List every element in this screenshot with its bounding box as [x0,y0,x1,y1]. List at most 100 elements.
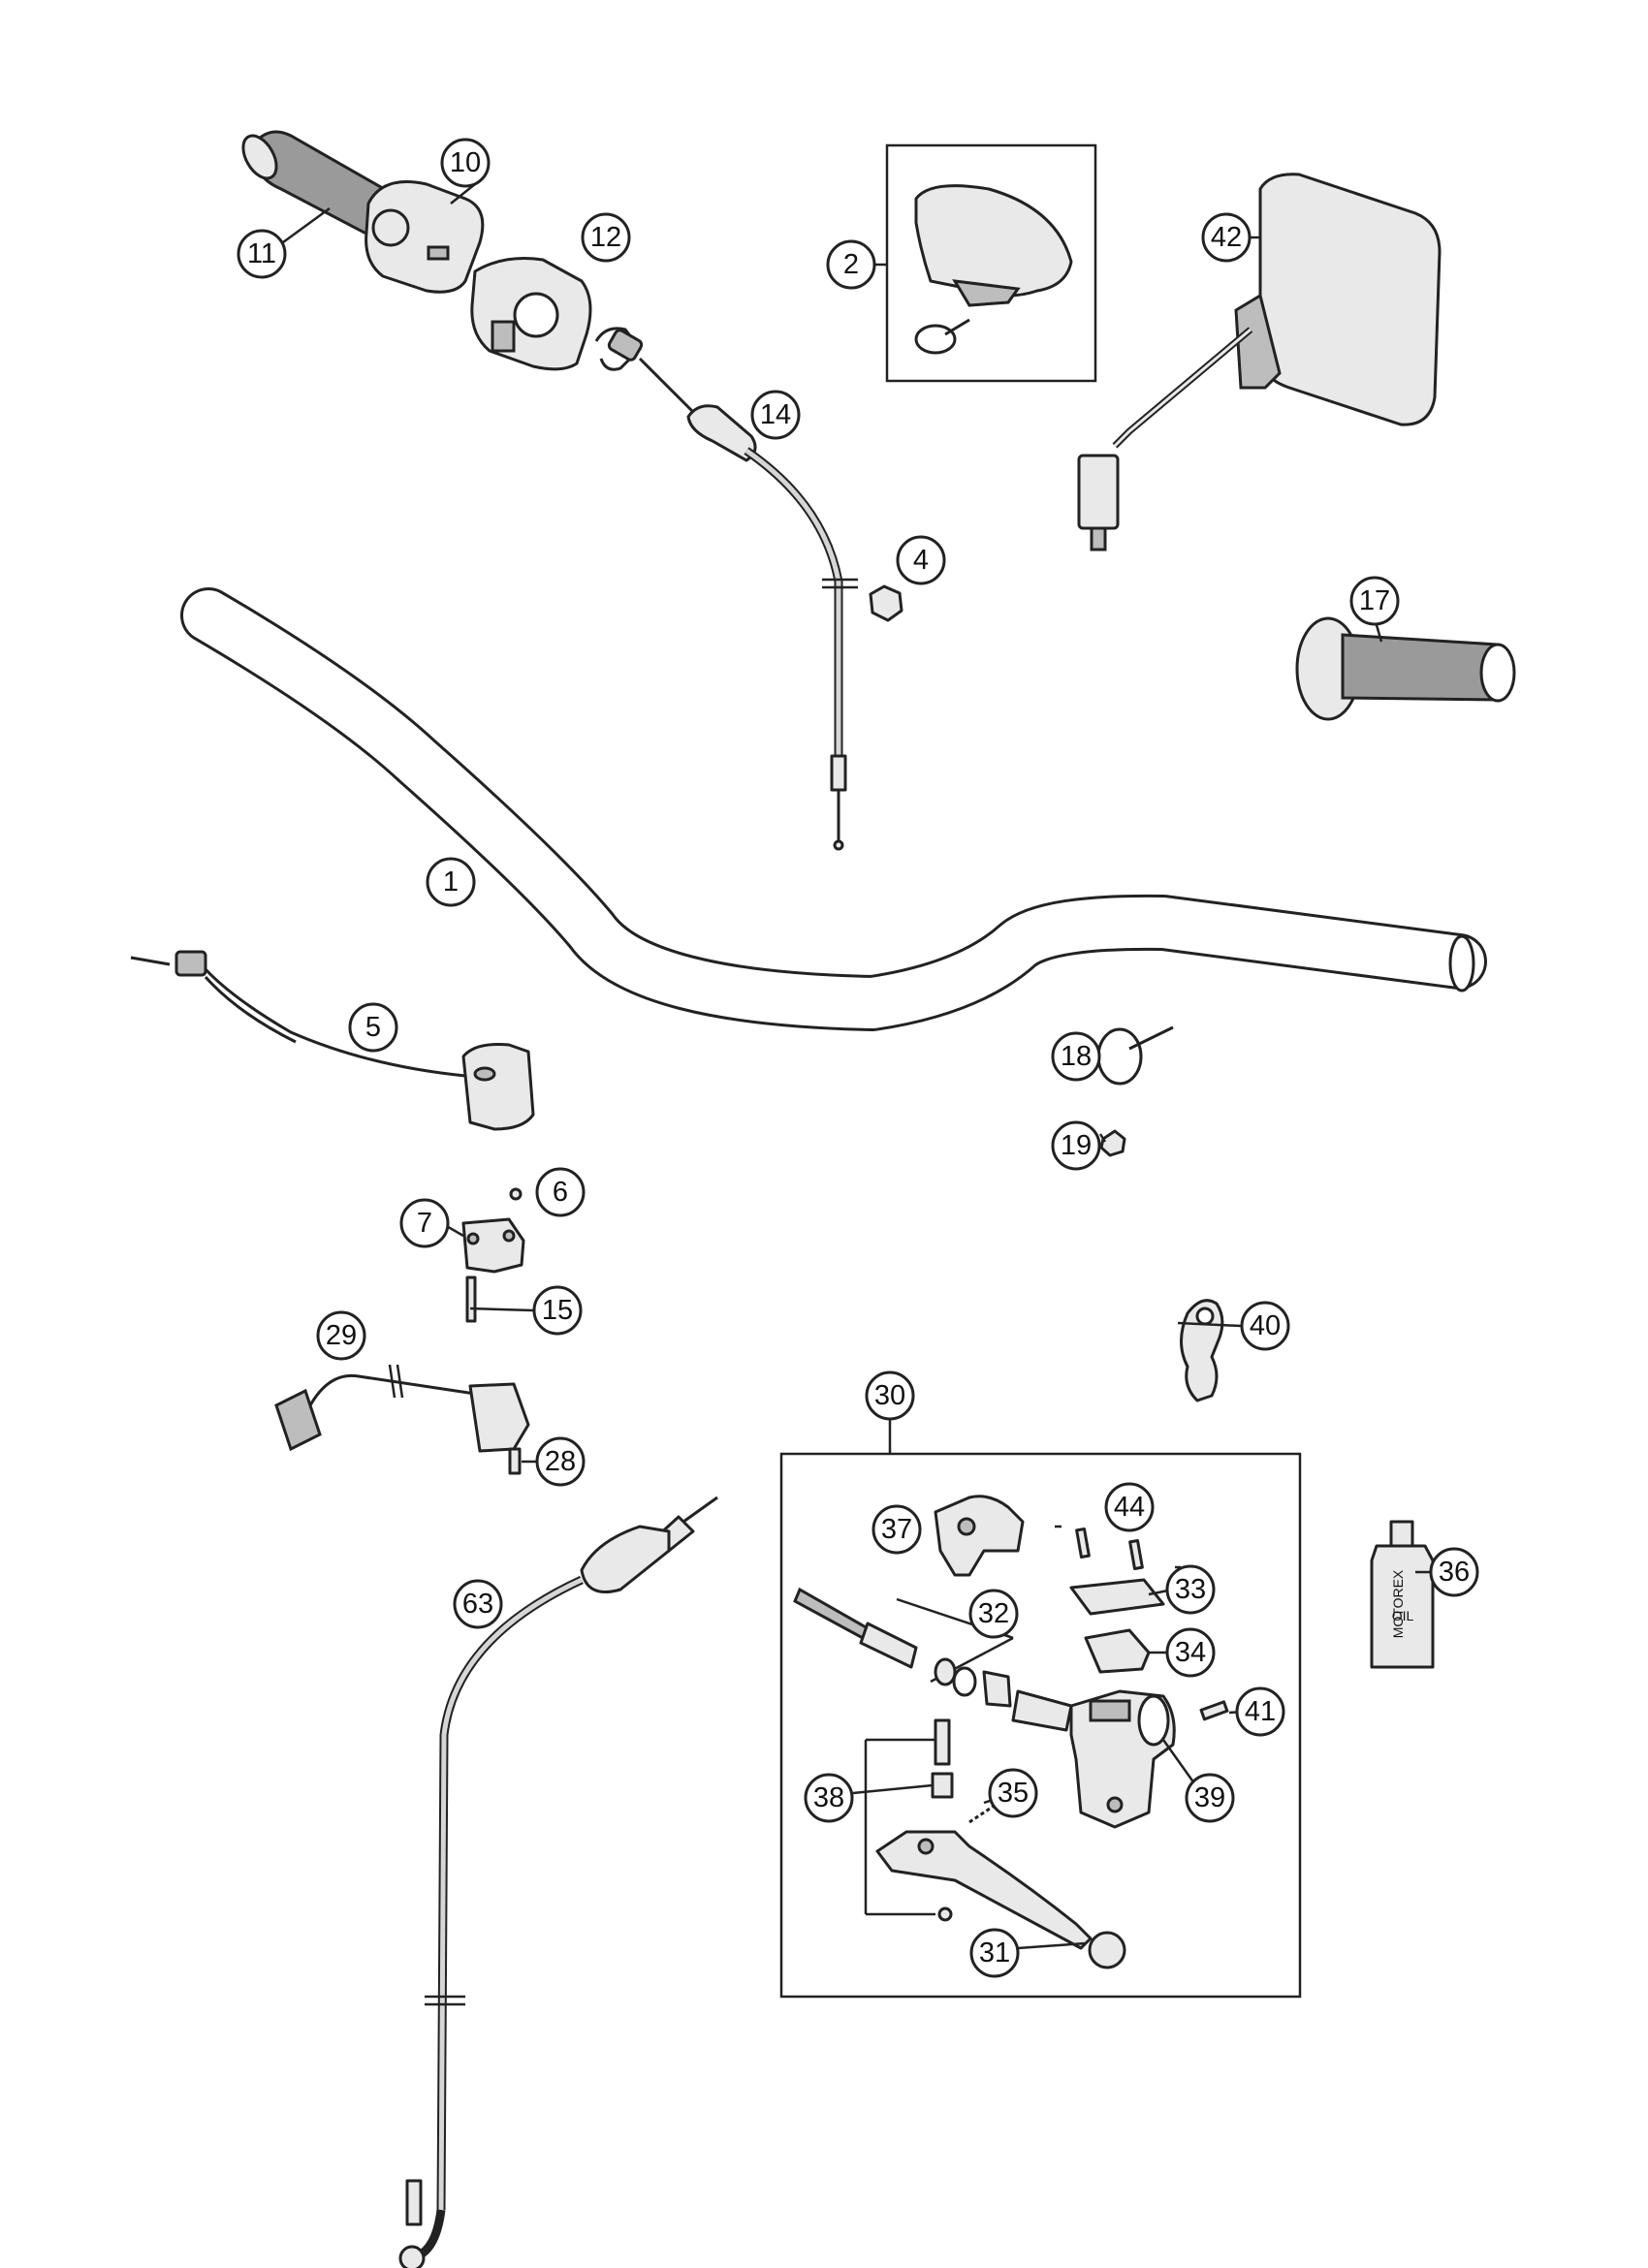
callout-circle [1051,1031,1101,1082]
callout-30[interactable]: 30 [865,1370,915,1421]
callout-11[interactable]: 11 [237,229,287,279]
callout-18[interactable]: 18 [1051,1031,1101,1082]
callout-circle [237,229,287,279]
callout-34[interactable]: 34 [1165,1627,1216,1678]
callout-number: 38 [813,1782,844,1813]
callout-circle [581,212,631,263]
nut [869,584,903,622]
mirror-adapter [1180,1299,1224,1402]
assembly-frame [779,1452,1302,1999]
callout-15[interactable]: 15 [532,1285,583,1336]
callout-14[interactable]: 14 [750,390,801,440]
callout-number: 19 [1061,1130,1092,1161]
bottle-label-line1: MOTOREX [1390,1569,1406,1638]
callout-circle [1165,1564,1216,1615]
pad-frame [885,143,1097,383]
cable-tie-icon [914,324,957,355]
callout-40[interactable]: 40 [1240,1301,1290,1351]
callout-circle [535,1436,586,1487]
callout-32[interactable]: 32 [968,1589,1019,1639]
callout-circle [1235,1686,1285,1737]
callout-17[interactable]: 17 [1349,576,1400,626]
callout-number: 29 [326,1320,357,1351]
callout-circle [988,1768,1038,1818]
callout-63[interactable]: 63 [453,1579,503,1629]
callout-number: 37 [881,1514,912,1545]
clamp-37 [934,1495,1025,1577]
throttle-grip [241,130,485,294]
callout-circle [535,1167,586,1217]
left-grip [1295,616,1516,721]
callout-circle [1349,576,1400,626]
callout-circle [968,1589,1019,1639]
handlebar-pad [914,184,1073,298]
callout-29[interactable]: 29 [316,1310,366,1361]
callout-42[interactable]: 42 [1201,212,1252,263]
callout-circle [750,390,801,440]
callout-41[interactable]: 41 [1235,1686,1285,1737]
callout-44[interactable]: 44 [1104,1482,1155,1532]
mirror [1077,173,1442,551]
callout-circle [896,535,946,585]
callout-circle [316,1310,366,1361]
callout-circle [872,1504,922,1555]
callout-circle [969,1928,1020,1978]
callout-circle [1104,1482,1155,1532]
callout-number: 41 [1245,1696,1276,1727]
callout-circle [1165,1627,1216,1678]
callout-number: 35 [998,1778,1029,1809]
throttle-cover [470,257,592,371]
callout-circle [1185,1773,1235,1823]
callout-39[interactable]: 39 [1185,1773,1235,1823]
callout-number: 12 [590,222,621,253]
callout-36[interactable]: 36 [1429,1547,1479,1597]
callout-28[interactable]: 28 [535,1436,586,1487]
callouts: 1 2 4 5 6 7 10 11 12 14 15 17 18 19 28 2… [237,138,1479,1978]
callout-number: 1 [443,866,459,898]
callout-2[interactable]: 2 [826,239,876,290]
callout-6[interactable]: 6 [535,1167,586,1217]
callout-19[interactable]: 19 [1051,1120,1101,1171]
callout-circle [826,239,876,290]
throttle-housing [364,180,485,294]
callout-12[interactable]: 12 [581,212,631,263]
callout-number: 44 [1114,1492,1145,1523]
callout-circle [804,1773,854,1823]
start-button [274,1364,530,1475]
callout-number: 33 [1175,1574,1206,1605]
callout-31[interactable]: 31 [969,1928,1020,1978]
callout-4[interactable]: 4 [896,535,946,585]
callout-circle [426,857,476,907]
callout-number: 34 [1175,1637,1206,1668]
callout-circle [532,1285,583,1336]
handlebar [180,587,1487,1031]
callout-number: 18 [1061,1041,1092,1072]
callout-circle [1240,1301,1290,1351]
callout-circle [865,1370,915,1421]
callout-circle [1429,1547,1479,1597]
bottle-label-line2: OIL [1392,1608,1414,1623]
clutch-hose [398,1496,718,2268]
callout-number: 42 [1211,222,1242,253]
callout-circle [453,1579,503,1629]
callout-number: 15 [542,1295,573,1326]
callout-7[interactable]: 7 [399,1198,450,1248]
callout-5[interactable]: 5 [348,1002,398,1053]
callout-10[interactable]: 10 [440,138,491,188]
clutch-lever [875,1830,1093,1950]
callout-number: 17 [1359,585,1390,616]
callout-number: 14 [760,399,791,430]
callout-33[interactable]: 33 [1165,1564,1216,1615]
callout-number: 40 [1250,1310,1281,1341]
callout-number: 5 [365,1012,381,1043]
callout-circle [440,138,491,188]
callout-38[interactable]: 38 [804,1773,854,1823]
callout-number: 11 [247,238,276,269]
callout-37[interactable]: 37 [872,1504,922,1555]
callout-number: 31 [979,1937,1010,1969]
callout-number: 28 [545,1446,576,1477]
callout-circle [348,1002,398,1053]
callout-35[interactable]: 35 [988,1768,1038,1818]
callout-1[interactable]: 1 [426,857,476,907]
